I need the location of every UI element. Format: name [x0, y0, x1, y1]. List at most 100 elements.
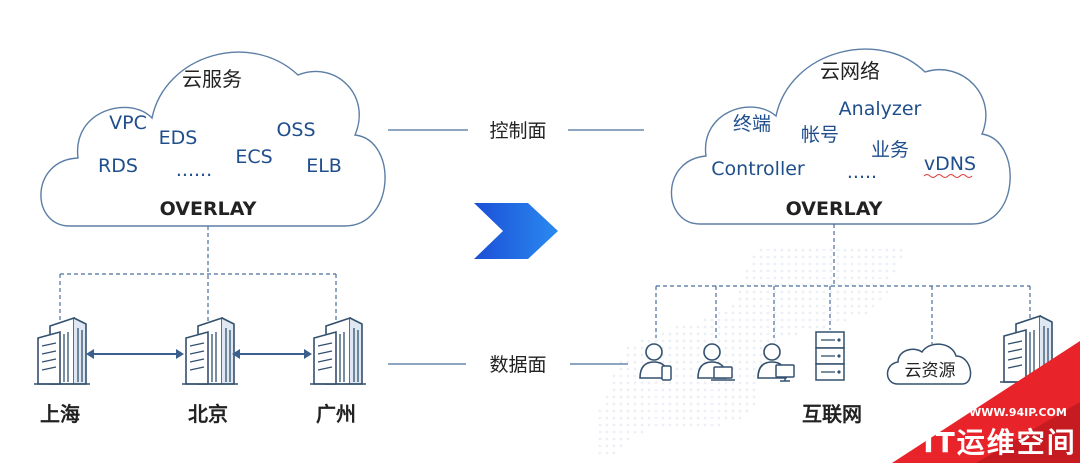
map-dot — [829, 311, 833, 315]
map-dot — [738, 318, 742, 322]
map-dot — [640, 395, 644, 399]
map-dot — [661, 416, 665, 420]
map-dot — [801, 290, 805, 294]
map-dot — [801, 304, 805, 308]
map-dot — [759, 276, 763, 280]
map-dot — [717, 416, 721, 420]
map-dot — [619, 374, 623, 378]
map-dot — [752, 290, 756, 294]
map-dot — [787, 325, 791, 329]
map-dot — [626, 346, 630, 350]
map-dot — [850, 269, 854, 273]
map-dot — [857, 297, 861, 301]
map-dot — [787, 255, 791, 259]
network-ellipsis: ..... — [847, 161, 877, 183]
map-dot — [794, 318, 798, 322]
map-dot — [766, 332, 770, 336]
map-dot — [696, 332, 700, 336]
map-dot — [612, 409, 616, 413]
map-dot — [612, 388, 616, 392]
map-dot — [661, 409, 665, 413]
map-dot — [668, 402, 672, 406]
map-dot — [724, 409, 728, 413]
map-dot — [647, 416, 651, 420]
map-dot — [682, 339, 686, 343]
map-dot — [752, 374, 756, 378]
map-dot — [612, 402, 616, 406]
map-dot — [822, 276, 826, 280]
map-dot — [759, 304, 763, 308]
map-dot — [759, 325, 763, 329]
map-dot — [633, 402, 637, 406]
map-dot — [899, 255, 903, 259]
map-dot — [857, 311, 861, 315]
map-dot — [619, 402, 623, 406]
map-dot — [605, 402, 609, 406]
map-dot — [745, 297, 749, 301]
map-dot — [822, 311, 826, 315]
map-dot — [738, 367, 742, 371]
map-dot — [738, 297, 742, 301]
map-dot — [675, 339, 679, 343]
map-dot — [780, 325, 784, 329]
map-dot — [808, 318, 812, 322]
cloud-icon — [670, 48, 1011, 225]
map-dot — [773, 297, 777, 301]
map-dot — [822, 318, 826, 322]
map-dot — [668, 360, 672, 364]
map-dot — [766, 269, 770, 273]
map-dot — [724, 353, 728, 357]
map-dot — [780, 318, 784, 322]
map-dot — [612, 395, 616, 399]
map-dot — [871, 248, 875, 252]
map-dot — [864, 262, 868, 266]
map-dot — [752, 381, 756, 385]
map-dot — [605, 451, 609, 455]
map-dot — [612, 416, 616, 420]
map-dot — [843, 262, 847, 266]
map-dot — [836, 255, 840, 259]
map-dot — [745, 409, 749, 413]
map-dot — [752, 276, 756, 280]
map-dot — [843, 269, 847, 273]
map-dot — [745, 360, 749, 364]
map-dot — [808, 248, 812, 252]
map-dot — [696, 325, 700, 329]
map-dot — [689, 374, 693, 378]
map-dot — [759, 353, 763, 357]
map-dot — [871, 304, 875, 308]
map-dot — [843, 311, 847, 315]
map-dot — [689, 367, 693, 371]
map-dot — [675, 423, 679, 427]
map-dot — [829, 297, 833, 301]
map-dot — [682, 423, 686, 427]
map-dot — [822, 269, 826, 273]
map-dot — [731, 332, 735, 336]
map-dot — [738, 325, 742, 329]
map-dot — [801, 325, 805, 329]
map-dot — [843, 297, 847, 301]
map-dot — [710, 318, 714, 322]
map-dot — [626, 374, 630, 378]
map-dot — [612, 444, 616, 448]
map-dot — [787, 304, 791, 308]
map-dot — [871, 297, 875, 301]
map-dot — [752, 332, 756, 336]
map-dot — [738, 346, 742, 350]
service-ecs: ECS — [235, 146, 272, 168]
map-dot — [682, 353, 686, 357]
map-dot — [794, 276, 798, 280]
map-dot — [892, 262, 896, 266]
map-dot — [598, 430, 602, 434]
map-dot — [696, 388, 700, 392]
map-dot — [668, 416, 672, 420]
map-dot — [885, 269, 889, 273]
map-dot — [619, 423, 623, 427]
map-dot — [710, 388, 714, 392]
map-dot — [780, 290, 784, 294]
map-dot — [675, 325, 679, 329]
map-dot — [647, 402, 651, 406]
map-dot — [731, 325, 735, 329]
map-dot — [668, 409, 672, 413]
map-dot — [857, 248, 861, 252]
